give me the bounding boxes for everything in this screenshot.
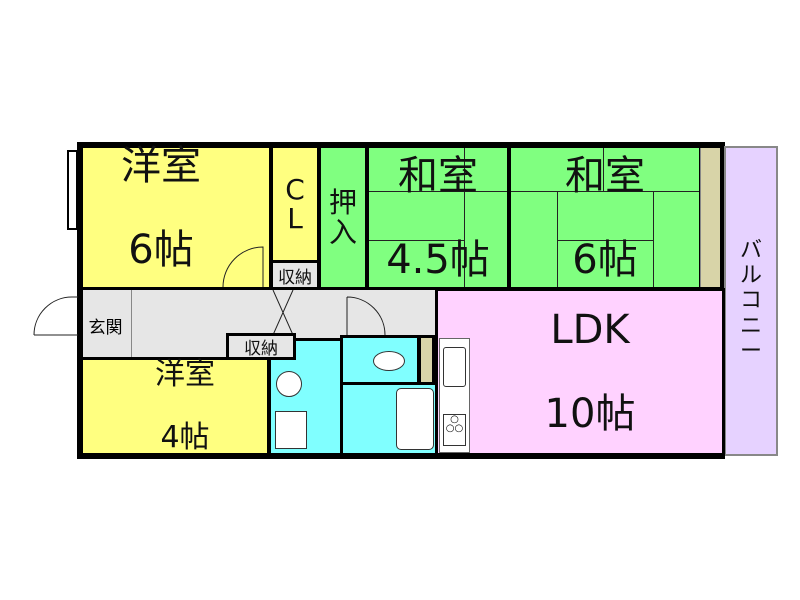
door-swing-ldk (346, 296, 386, 336)
washing-machine-icon (275, 411, 307, 449)
closet-label: C L (285, 172, 305, 235)
room-name: 洋室 (121, 142, 201, 189)
room-name: 和室 (565, 152, 645, 199)
window-left (67, 150, 78, 230)
room-size: 10帖 (544, 391, 636, 437)
stove-icon: ○○○ (443, 414, 466, 446)
oshiire: 押 入 (318, 145, 368, 290)
room-western-4: 洋室 4帖 (80, 357, 270, 456)
room-name: LDK (550, 307, 630, 353)
toilet-tank (418, 335, 435, 385)
entrance: 玄関 (80, 290, 132, 360)
room-japanese-6: 和室 6帖 (508, 145, 702, 290)
room-name: 洋室 (155, 357, 215, 393)
toilet-icon (373, 351, 405, 371)
storage-upper: 収納 (270, 260, 320, 290)
bathroom (340, 382, 438, 456)
storage-lower: 収納 (226, 333, 296, 360)
washbasin-icon (276, 371, 302, 397)
tatami-edge (700, 148, 720, 287)
room-name: 和室 (398, 152, 478, 199)
balcony: バ ル コ ニ ー (724, 146, 778, 456)
bathtub-icon (396, 388, 434, 450)
oshiire-label: 押 入 (328, 186, 357, 249)
closet: C L (270, 145, 320, 263)
folding-door-marks (272, 290, 294, 335)
room-size: 6帖 (572, 236, 638, 283)
storage-label: 収納 (278, 267, 312, 288)
room-japanese-4-5: 和室 4.5帖 (366, 145, 510, 290)
entrance-door[interactable] (32, 295, 80, 340)
balcony-label: バ ル コ ニ ー (739, 237, 762, 364)
room-western-6: 洋室 6帖 (80, 145, 272, 290)
room-ldk: LDK 10帖 (435, 288, 725, 456)
kitchen-counter: ○○○ (439, 338, 470, 453)
room-size: 6帖 (128, 226, 194, 273)
room-size: 4.5帖 (386, 236, 490, 283)
sink-icon (443, 347, 466, 387)
room-size: 4帖 (160, 420, 210, 456)
entrance-label: 玄関 (88, 317, 123, 338)
storage-label: 収納 (244, 339, 278, 359)
toilet (340, 335, 420, 385)
door-swing-western-6 (222, 246, 264, 288)
